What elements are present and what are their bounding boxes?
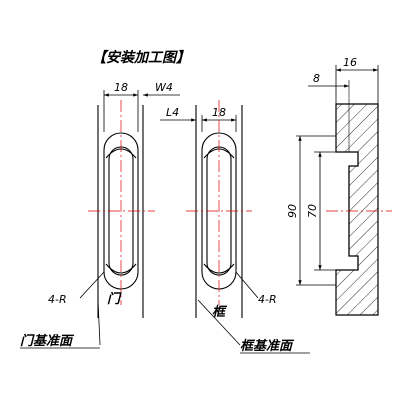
frame-part-label: 框 — [212, 304, 228, 320]
door-radius-leader — [79, 271, 105, 299]
frame-radius-leader — [235, 271, 259, 299]
section-dim-inner-depth: 8 — [313, 72, 320, 85]
frame-radius-label: 4-R — [258, 293, 277, 306]
frame-datum-leader — [197, 299, 241, 346]
door-part-label: 门 — [107, 291, 122, 307]
door-radius-label: 4-R — [48, 293, 67, 306]
frame-dim-offset: L4 — [166, 106, 179, 119]
door-dim-offset: W4 — [155, 81, 173, 94]
section-dim-outer-height: 90 — [286, 204, 299, 218]
frame-datum-label: 框基准面 — [240, 338, 295, 354]
section-view — [296, 65, 379, 316]
frame-dim-width: 18 — [212, 106, 226, 119]
section-dim-inner-height: 70 — [306, 204, 319, 218]
frame-bottom-arc — [203, 263, 235, 274]
door-bottom-arc — [105, 263, 137, 274]
drawing-title: 【安装加工图】 — [92, 49, 190, 66]
section-dim-outer-depth: 16 — [343, 56, 357, 69]
frame-view — [195, 105, 259, 346]
door-dim-width: 18 — [114, 81, 128, 94]
door-datum-leader — [97, 299, 101, 346]
door-datum-label: 门基准面 — [20, 333, 75, 349]
section-hatched-body — [335, 103, 379, 316]
